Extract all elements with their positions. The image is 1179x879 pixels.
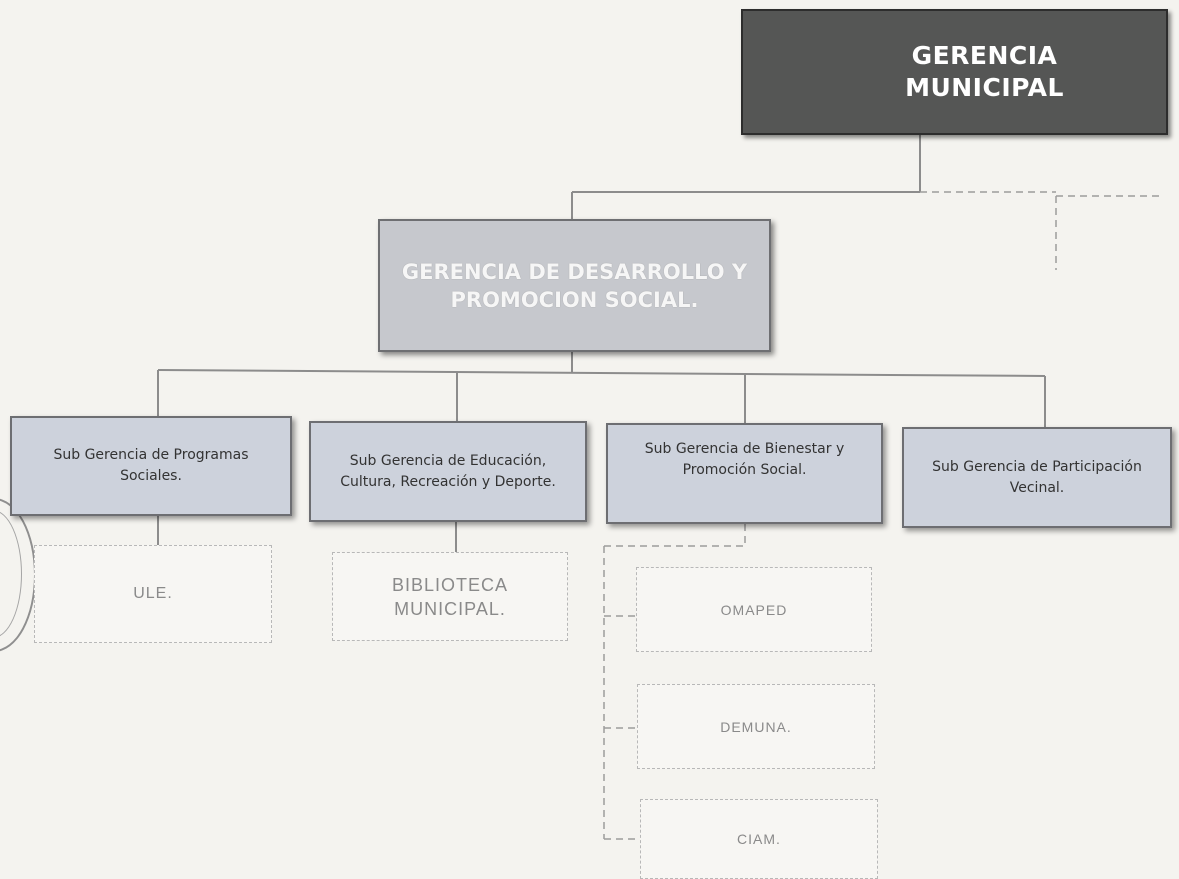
node-gerencia-desarrollo: GERENCIA DE DESARROLLO Y PROMOCION SOCIA… [378,219,771,352]
node-sub-bienestar: Sub Gerencia de Bienestar y Promoción So… [606,423,883,524]
node-sub-programas-sociales-label: Sub Gerencia de Programas Sociales. [53,447,249,484]
node-sub-educacion-cultura: Sub Gerencia de Educación, Cultura, Recr… [309,421,587,522]
node-gerencia-desarrollo-label: GERENCIA DE DESARROLLO Y PROMOCION SOCIA… [401,259,748,312]
node-gerencia-municipal-label: GERENCIA MUNICIPAL [905,41,1064,102]
node-ciam: CIAM. [640,799,878,879]
node-omaped: OMAPED [636,567,872,652]
node-omaped-label: OMAPED [720,601,788,618]
node-sub-bienestar-label: Sub Gerencia de Bienestar y Promoción So… [644,441,845,478]
seal-inner-ring [0,510,22,638]
node-ciam-label: CIAM. [737,831,781,847]
connector-sub-bar [157,369,1046,377]
node-sub-educacion-cultura-label: Sub Gerencia de Educación, Cultura, Recr… [340,452,556,490]
node-biblioteca-municipal-label: BIBLIOTECA MUNICIPAL. [391,574,509,619]
node-sub-participacion-vecinal-label: Sub Gerencia de Participación Vecinal. [932,458,1142,496]
node-sub-programas-sociales: Sub Gerencia de Programas Sociales. [10,416,292,516]
node-demuna-label: DEMUNA. [720,718,792,735]
node-biblioteca-municipal: BIBLIOTECA MUNICIPAL. [332,552,568,641]
node-gerencia-municipal: GERENCIA MUNICIPAL [741,9,1168,135]
node-sub-participacion-vecinal: Sub Gerencia de Participación Vecinal. [902,427,1172,528]
node-ule-label: ULE. [133,585,173,602]
node-ule: ULE. [34,545,272,643]
node-demuna: DEMUNA. [637,684,875,769]
